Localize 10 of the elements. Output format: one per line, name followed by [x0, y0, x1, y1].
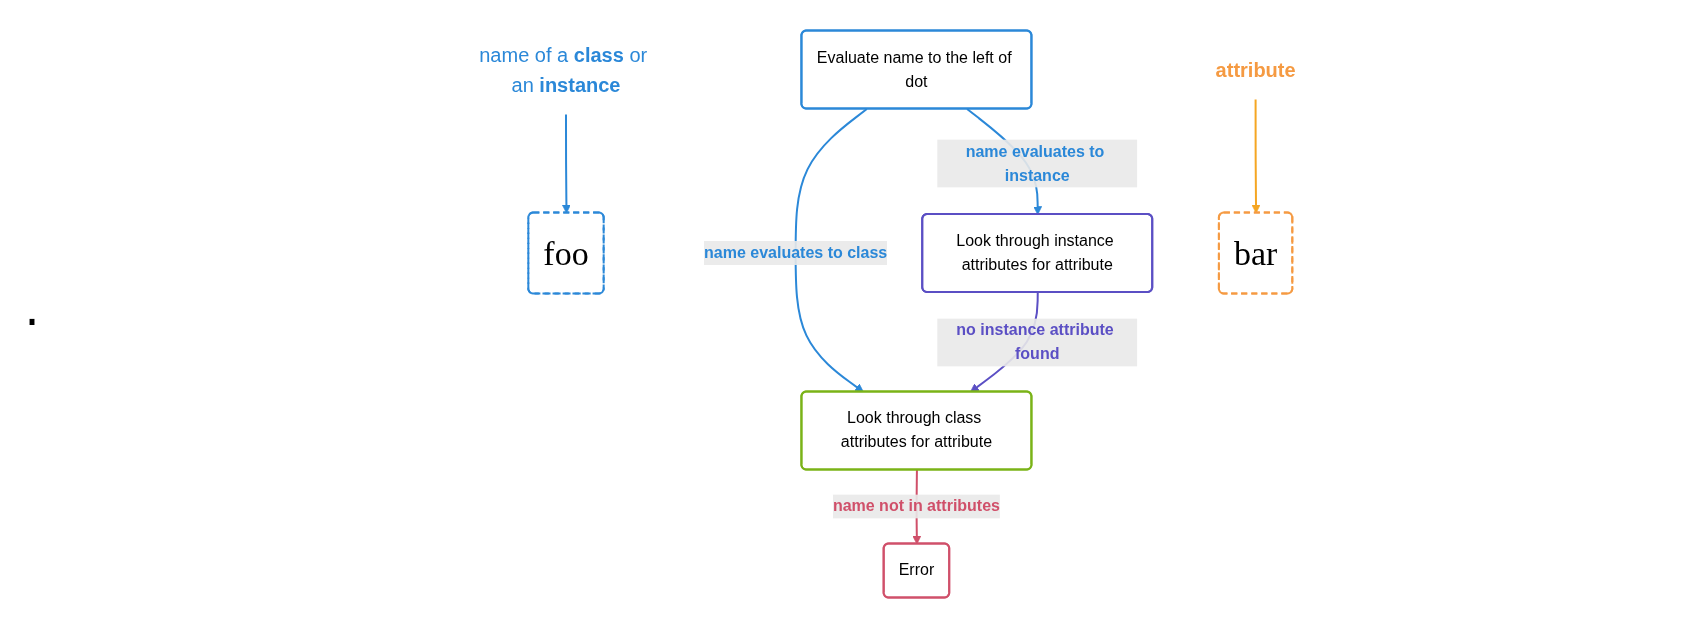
arrow: [794, 108, 868, 393]
edge-label: name evaluates to instance: [965, 142, 1105, 184]
edge-label: name not in attributes: [832, 497, 1000, 515]
edge-label: no instance attribute found: [956, 321, 1114, 363]
edge-label: name evaluates to class: [703, 244, 887, 261]
arrow: [1251, 98, 1261, 214]
arrow: [561, 113, 571, 214]
node-text: attribute: [1215, 58, 1296, 81]
node-text: name of a class or an instance: [479, 43, 647, 96]
dot-text: .: [20, 288, 45, 334]
